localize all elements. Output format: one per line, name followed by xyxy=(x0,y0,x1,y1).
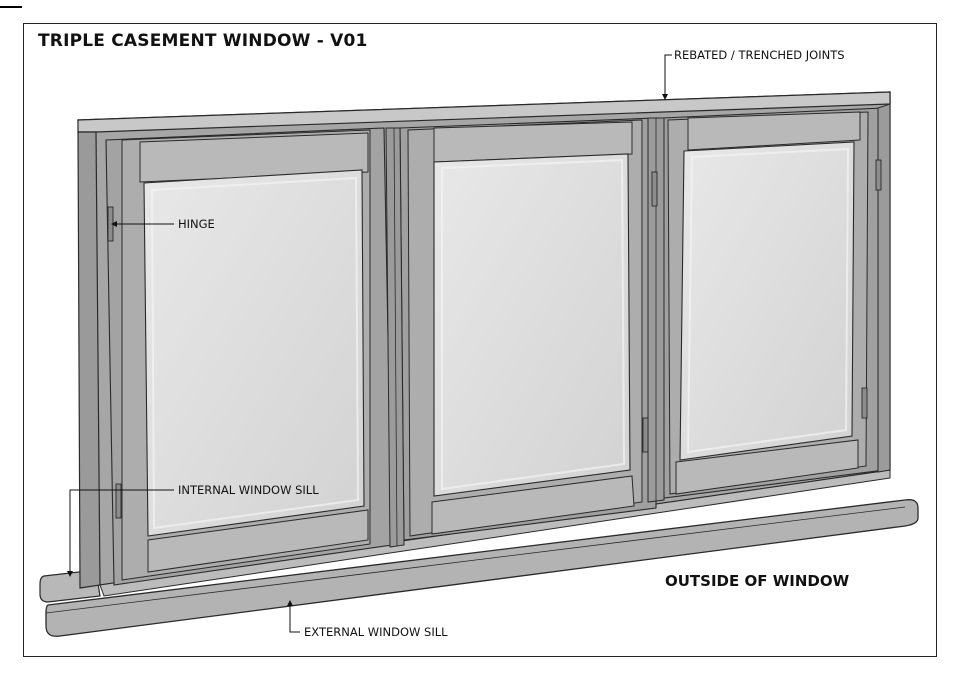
drawing-title: TRIPLE CASEMENT WINDOW - V01 xyxy=(38,31,368,51)
left-jamb xyxy=(77,131,101,589)
view-label: OUTSIDE OF WINDOW xyxy=(665,572,850,590)
left-glass xyxy=(143,169,365,537)
external-sill-callout: EXTERNAL WINDOW SILL xyxy=(304,625,448,639)
middle-glass xyxy=(433,153,631,497)
external-sill-leader xyxy=(289,602,300,633)
internal-sill-leader xyxy=(69,489,174,575)
mullion-left xyxy=(385,127,405,548)
corner-mark xyxy=(0,0,22,8)
right-glass xyxy=(679,141,855,461)
frame-head xyxy=(77,91,891,133)
joints-callout: REBATED / TRENCHED JOINTS xyxy=(674,48,845,62)
external-sill xyxy=(45,499,919,637)
internal-sill-callout: INTERNAL WINDOW SILL xyxy=(178,483,319,497)
joints-leader xyxy=(664,54,672,100)
leader-lines xyxy=(69,54,672,633)
hinge-callout: HINGE xyxy=(178,217,215,231)
drawing-border xyxy=(23,23,937,657)
hinge-icon xyxy=(107,159,882,519)
